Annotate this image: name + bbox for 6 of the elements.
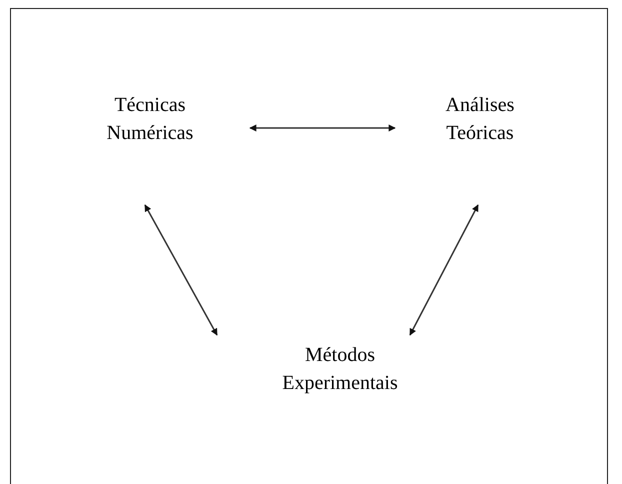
node-label: Técnicas Numéricas	[106, 93, 194, 146]
double-arrow	[144, 204, 218, 336]
node-label: Análises Teóricas	[444, 93, 516, 146]
double-arrow	[249, 124, 396, 132]
double-arrow	[409, 204, 479, 336]
node-label: Métodos Experimentais	[281, 343, 399, 396]
